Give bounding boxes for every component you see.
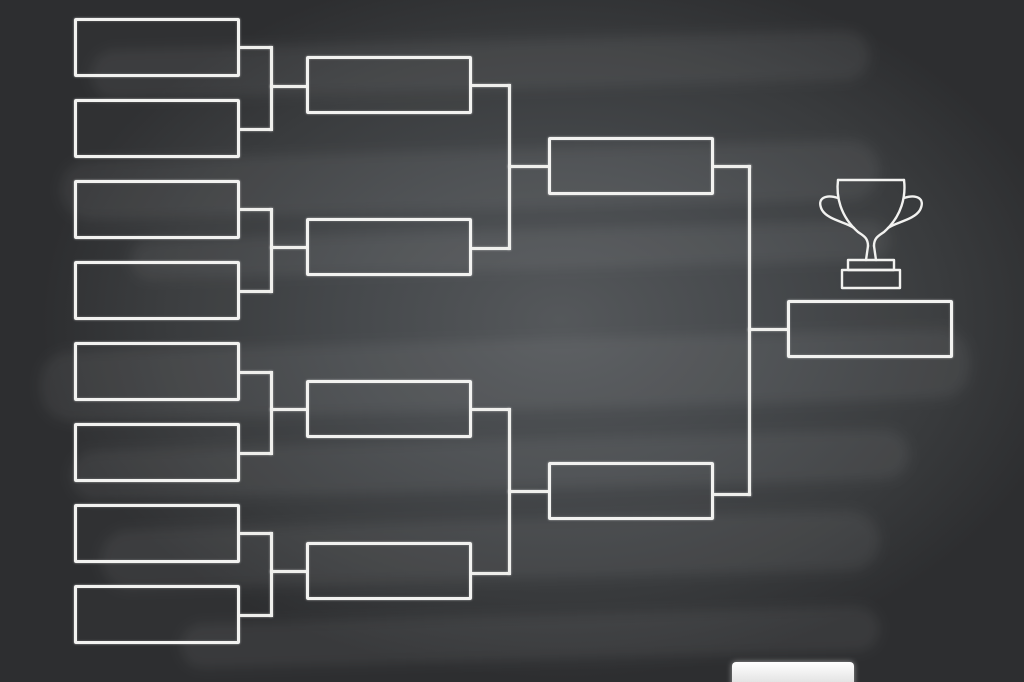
- bracket-connector: [472, 84, 510, 87]
- round3-slot-2[interactable]: [548, 462, 714, 520]
- round2-slot-2[interactable]: [306, 218, 472, 276]
- round1-slot-5[interactable]: [74, 342, 240, 401]
- bracket-connector: [748, 328, 788, 331]
- round2-slot-1[interactable]: [306, 56, 472, 114]
- chalk-smudge: [179, 605, 881, 670]
- bracket-connector: [270, 408, 307, 411]
- bracket-connector: [270, 532, 273, 617]
- trophy-icon: [819, 178, 923, 290]
- bracket-connector: [270, 208, 273, 293]
- round2-slot-3[interactable]: [306, 380, 472, 438]
- bracket-connector: [240, 532, 272, 535]
- bracket-connector: [472, 408, 510, 411]
- bracket-connector: [270, 371, 273, 455]
- bracket-connector: [472, 572, 510, 575]
- bracket-connector: [240, 46, 272, 49]
- bracket-connector: [508, 165, 548, 168]
- round1-slot-4[interactable]: [74, 261, 240, 320]
- bracket-connector: [240, 614, 272, 617]
- bracket-connector: [270, 46, 273, 131]
- bracket-connector: [240, 290, 272, 293]
- chalk-stick-icon: [732, 662, 854, 682]
- bracket-connector: [714, 493, 751, 496]
- bracket-connector: [508, 490, 548, 493]
- round1-slot-1[interactable]: [74, 18, 240, 77]
- bracket-connector: [240, 452, 272, 455]
- bracket-connector: [270, 570, 307, 573]
- champion-slot[interactable]: [787, 300, 953, 358]
- bracket-connector: [240, 128, 272, 131]
- bracket-connector: [714, 165, 751, 168]
- round1-slot-2[interactable]: [74, 99, 240, 158]
- round1-slot-3[interactable]: [74, 180, 240, 239]
- round2-slot-4[interactable]: [306, 542, 472, 600]
- bracket-connector: [240, 371, 272, 374]
- bracket-connector: [240, 208, 272, 211]
- bracket-connector: [270, 85, 307, 88]
- round3-slot-1[interactable]: [548, 137, 714, 195]
- bracket-connector: [472, 247, 510, 250]
- round1-slot-7[interactable]: [74, 504, 240, 563]
- bracket-connector: [270, 246, 307, 249]
- round1-slot-8[interactable]: [74, 585, 240, 644]
- round1-slot-6[interactable]: [74, 423, 240, 482]
